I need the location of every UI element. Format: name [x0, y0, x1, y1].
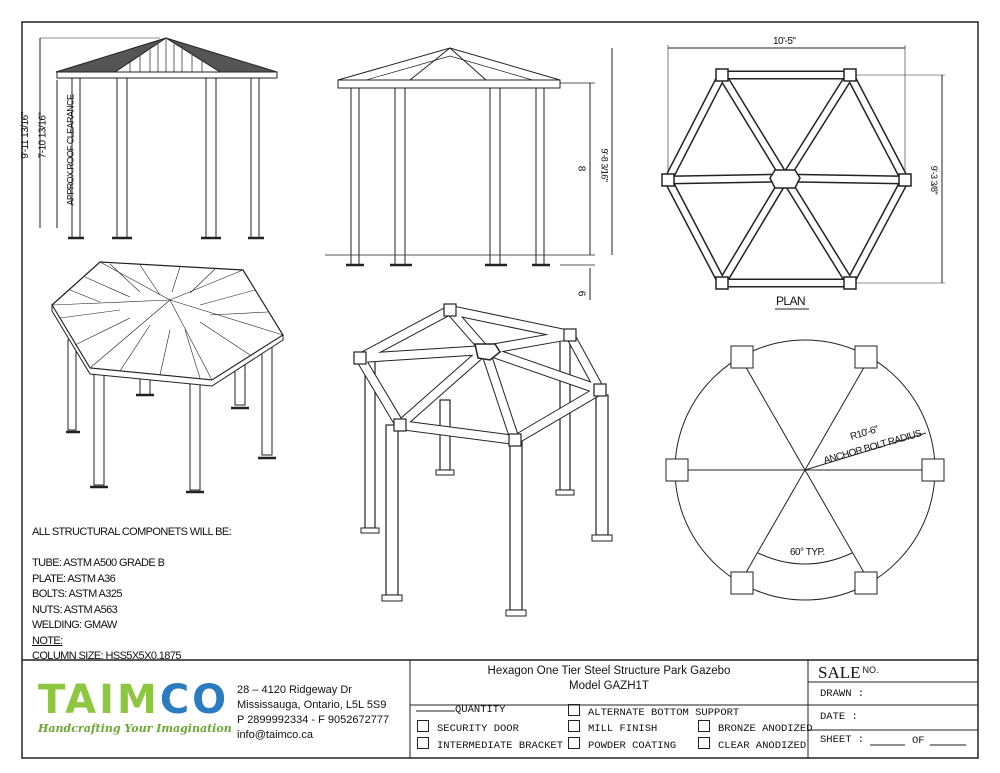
option-label: BRONZE ANODIZED	[718, 723, 813, 735]
logo-tagline: Handcrafting Your Imagination	[38, 722, 232, 735]
option-alternate-bottom-support[interactable]: ALTERNATE BOTTOM SUPPORT	[568, 704, 739, 719]
quantity-label: QUANTITY	[455, 704, 506, 716]
option-mill-finish[interactable]: MILL FINISH	[568, 720, 657, 735]
front-elevation	[39, 37, 278, 240]
notes-heading: ALL STRUCTURAL COMPONETS WILL BE:	[32, 526, 232, 538]
option-security-door[interactable]: SECURITY DOOR	[417, 720, 519, 735]
roof-isometric	[51, 261, 284, 494]
side-elevation	[325, 47, 613, 300]
option-powder-coating[interactable]: POWDER COATING	[568, 737, 676, 752]
sheet-border	[21, 21, 979, 759]
anchor-bolt-plan	[665, 339, 945, 601]
note-item: WELDING: GMAW	[32, 619, 117, 631]
address-line: Mississauga, Ontario, L5L 5S9	[237, 699, 387, 711]
model-number: Model GAZH1T	[569, 680, 649, 692]
checkbox[interactable]	[698, 737, 710, 749]
checkbox[interactable]	[417, 720, 429, 732]
option-intermediate-bracket[interactable]: INTERMEDIATE BRACKET	[417, 737, 563, 752]
drawing-title: Hexagon One Tier Steel Structure Park Ga…	[487, 665, 731, 677]
option-label: INTERMEDIATE BRACKET	[437, 740, 564, 752]
plan-view	[661, 45, 945, 310]
angle-label: 60° TYP.	[790, 547, 825, 558]
checkbox[interactable]	[568, 704, 580, 716]
option-clear-anodized[interactable]: CLEAR ANODIZED	[698, 737, 806, 752]
phone-fax: P 2899992334 - F 9052672777	[237, 714, 390, 726]
plan-depth-dimension: 9'-3 3/8"	[929, 165, 940, 195]
overall-height-dimension: 9'-11 13/16"	[19, 112, 31, 159]
sale-no-text: NO.	[862, 665, 879, 675]
footing-dimension: 6	[575, 290, 587, 297]
option-label: SECURITY DOOR	[437, 723, 519, 735]
drawing-title-block: Hexagon One Tier Steel Structure Park Ga…	[410, 664, 808, 694]
option-bronze-anodized[interactable]: BRONZE ANODIZED	[698, 720, 813, 735]
date-label: DATE :	[820, 711, 858, 723]
option-label: ALTERNATE BOTTOM SUPPORT	[588, 707, 740, 719]
note-label: NOTE:	[32, 634, 63, 647]
email: info@taimco.ca	[237, 729, 313, 741]
drawn-label: DRAWN :	[820, 688, 865, 700]
option-label: CLEAR ANODIZED	[718, 740, 807, 752]
option-label: MILL FINISH	[588, 723, 658, 735]
clearance-label: APPROX.ROOF CLEARANCE	[65, 94, 76, 206]
sale-text: SALE	[818, 663, 861, 682]
side-overall-height-dimension: 9'-8 3/16"	[599, 148, 610, 182]
note-item: PLATE: ASTM A36	[32, 572, 116, 585]
column-height-dimension: 8	[575, 165, 587, 172]
of-label: OF	[912, 735, 925, 747]
frame-isometric	[353, 303, 613, 617]
note-item: TUBE: ASTM A500 GRADE B	[32, 557, 165, 569]
checkbox[interactable]	[698, 720, 710, 732]
material-notes: ALL STRUCTURAL COMPONETS WILL BE: TUBE: …	[32, 525, 232, 665]
logo-text-green: TAIM	[38, 677, 160, 723]
sheet-label: SHEET :	[820, 734, 865, 746]
note-item: BOLTS: ASTM A325	[32, 588, 122, 600]
note-item: NUTS: ASTM A563	[32, 603, 118, 616]
plan-width-dimension: 10'-5"	[773, 36, 796, 47]
checkbox[interactable]	[568, 720, 580, 732]
roof-clearance-dimension: 7-10 13/16"	[37, 112, 49, 159]
company-logo: TAIMCO Handcrafting Your Imagination	[38, 680, 232, 735]
option-label: POWDER COATING	[588, 740, 677, 752]
address-line: 28 – 4120 Ridgeway Dr	[237, 684, 352, 696]
column-size: COLUMN SIZE: HSS5X5X0.1875	[32, 650, 181, 662]
checkbox[interactable]	[568, 737, 580, 749]
logo-text-blue: CO	[159, 677, 230, 723]
checkbox[interactable]	[417, 737, 429, 749]
company-address: 28 – 4120 Ridgeway Dr Mississauga, Ontar…	[237, 683, 389, 743]
plan-label: PLAN	[776, 294, 806, 308]
